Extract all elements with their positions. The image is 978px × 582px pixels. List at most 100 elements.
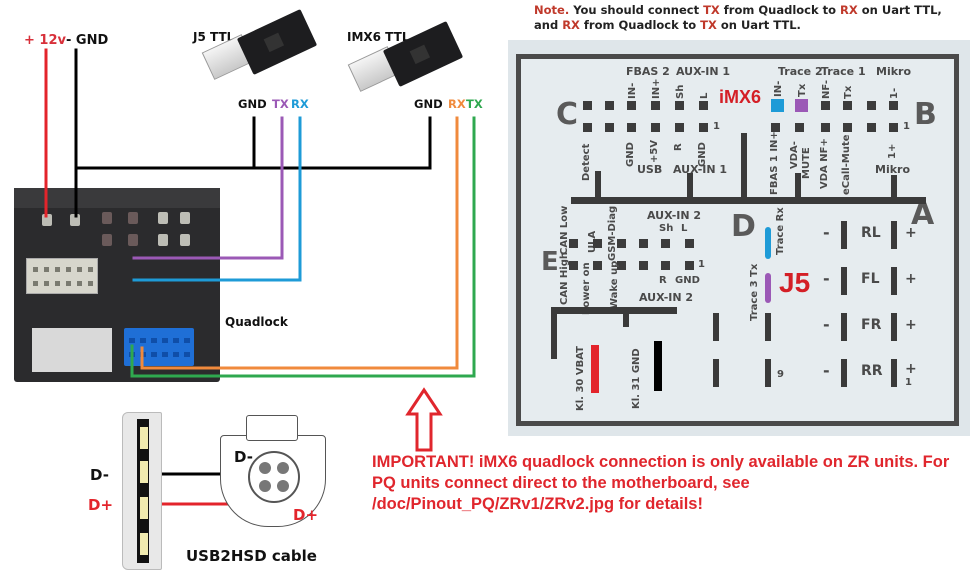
pin <box>639 261 648 270</box>
pin <box>661 261 670 270</box>
group-label: AUX-IN 2 <box>647 209 702 222</box>
pin <box>627 123 636 132</box>
section-letter-e: E <box>541 247 559 277</box>
j5-ttl-adapter-image <box>201 9 318 88</box>
pin-label: IN+ <box>651 78 662 99</box>
usb-contact <box>140 497 148 519</box>
pin <box>821 101 830 110</box>
pin-label: NF- <box>821 79 832 99</box>
blue-pin-hole <box>140 352 146 357</box>
pin <box>771 123 780 132</box>
hsd-clip <box>246 415 298 441</box>
j5-ttl-title: J5 TTL <box>193 30 235 44</box>
hsd-connector-icon <box>218 415 328 527</box>
pin <box>617 239 626 248</box>
speaker-pin-bar <box>891 313 897 341</box>
speaker-label: FR <box>861 317 882 333</box>
pin <box>889 101 898 110</box>
plus-sign: + <box>905 225 917 241</box>
blue-pin-block <box>124 328 194 366</box>
speaker-pin-bar <box>841 313 847 341</box>
usb-contact <box>140 427 148 449</box>
pin-label: GND <box>625 142 636 167</box>
imx6-tx-pin-highlight <box>795 99 808 112</box>
group-label: AUX-IN 1 <box>676 65 731 78</box>
hsd-dplus-label: D+ <box>293 506 319 524</box>
note-text: You should connect <box>569 3 704 17</box>
beige-pin-hole <box>55 267 60 272</box>
gnd-pin-highlight <box>654 341 662 391</box>
imx6-gnd-label: GND <box>414 97 443 111</box>
separator-bar <box>687 173 693 201</box>
hsd-pin <box>277 462 289 474</box>
j5-rx-label: RX <box>291 97 309 111</box>
important-warning: IMPORTANT! iMX6 quadlock connection is o… <box>372 453 950 513</box>
power-pin-label: Kl. 31 GND <box>631 348 642 409</box>
group-label: Trace 1 <box>821 65 866 78</box>
pin-number: 9 <box>777 369 784 380</box>
note-text: on Uart TTL. <box>716 18 801 32</box>
separator-bar <box>551 307 677 314</box>
pin-label: R <box>659 275 667 286</box>
pin <box>569 261 578 270</box>
connector-top-edge <box>14 188 220 208</box>
pin <box>593 239 602 248</box>
d-pin-bar <box>765 359 771 387</box>
pin <box>583 123 592 132</box>
blue-pin-hole <box>173 352 179 357</box>
plus-sign: + <box>905 317 917 333</box>
group-label: AUX-IN 1 <box>673 163 728 176</box>
section-letter-b: B <box>914 97 937 132</box>
pin <box>685 261 694 270</box>
pin-label: Sh <box>675 84 686 99</box>
pin-label: IN- <box>627 82 638 99</box>
speaker-pin-bar <box>841 359 847 387</box>
ttl-pcb <box>382 21 464 87</box>
pin <box>685 239 694 248</box>
pin <box>795 123 804 132</box>
usb-contact <box>140 533 148 555</box>
trace-rx-highlight <box>765 227 771 259</box>
group-label: Trace 2 <box>778 65 823 78</box>
speaker-label: RR <box>861 363 883 379</box>
note-text: from Quadlock to <box>719 3 841 17</box>
separator-bar <box>595 171 601 201</box>
pin-label: MUTE <box>801 147 812 179</box>
pin-label: Tx <box>797 83 808 97</box>
note-text: from Quadlock to <box>579 18 701 32</box>
pin <box>889 123 898 132</box>
pin <box>843 101 852 110</box>
j5-tx-label: TX <box>272 97 289 111</box>
pin-label: IN- <box>773 80 784 97</box>
pin <box>593 261 602 270</box>
pin-label: CAN High <box>559 251 570 305</box>
beige-pin-hole <box>55 281 60 286</box>
group-label: FBAS 2 <box>626 65 670 78</box>
ttl-pcb <box>236 9 318 75</box>
terminal <box>158 212 168 224</box>
terminal <box>70 214 80 226</box>
note-tx: TX <box>703 3 720 17</box>
imx6-rx-pin-highlight <box>771 99 784 112</box>
d-pin-bar <box>713 313 719 341</box>
beige-pin-hole <box>44 267 49 272</box>
d-pin-bar <box>713 359 719 387</box>
plus-sign: + <box>905 361 917 377</box>
pin <box>699 101 708 110</box>
terminal <box>102 234 112 246</box>
blue-pin-hole <box>129 338 135 343</box>
imx6-ttl-title: IMX6 TTL <box>347 30 410 44</box>
usb-cable-caption: USB2HSD cable <box>186 547 317 565</box>
note-tx: TX <box>700 18 717 32</box>
beige-pin-hole <box>33 267 38 272</box>
trace-3-tx-highlight <box>765 273 771 303</box>
pin-label: Detect <box>581 143 592 181</box>
minus-sign: - <box>823 315 830 334</box>
pin <box>867 123 876 132</box>
j5-marker: J5 <box>779 267 811 298</box>
hsd-ring <box>248 451 300 503</box>
separator-bar <box>571 197 926 204</box>
blue-pin-hole <box>140 338 146 343</box>
wiring-note: Note. You should connect TX from Quadloc… <box>534 3 942 33</box>
wire-gnd-bus <box>74 116 432 170</box>
